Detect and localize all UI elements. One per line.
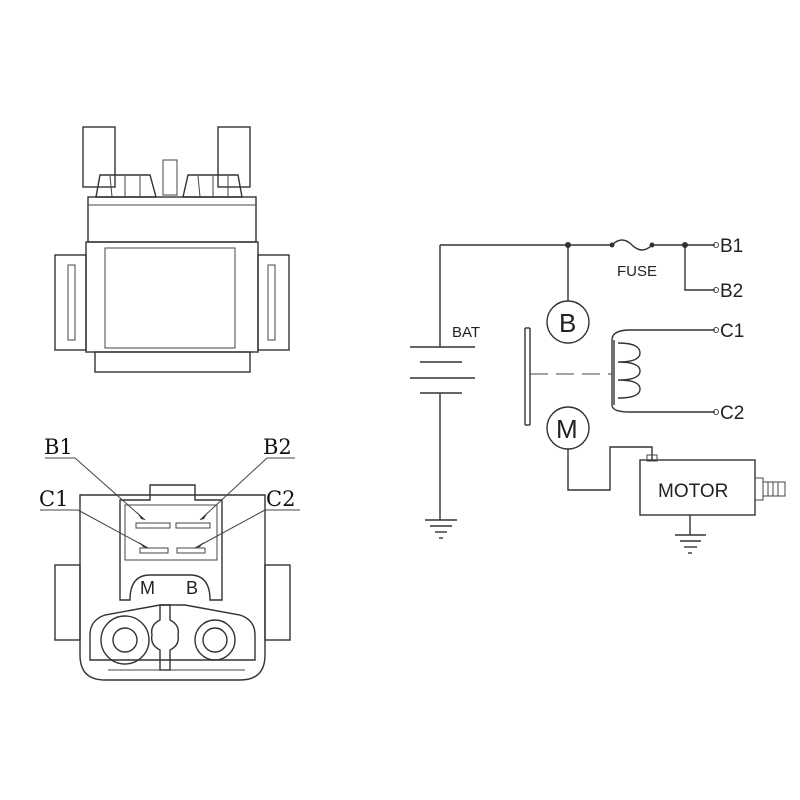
- schematic-b: B: [559, 308, 576, 338]
- label-c2: C2: [266, 487, 295, 511]
- pin-c1: [139, 547, 169, 554]
- pin-b1: [135, 522, 171, 529]
- schematic-c2: C2: [720, 403, 744, 424]
- schematic-b1: B1: [720, 236, 743, 257]
- relay-connector-view: B1 B2 C1 C2 M B: [39, 435, 300, 681]
- relay-side-view: [54, 126, 290, 373]
- terminal-b-label: B: [186, 578, 198, 598]
- terminal-m-label: M: [140, 578, 155, 598]
- label-b1: B1: [44, 435, 73, 459]
- fuse-label: FUSE: [617, 263, 657, 280]
- schematic-b2: B2: [720, 281, 743, 302]
- wiring-schematic: FUSE B1 B2 BAT B M: [410, 236, 786, 554]
- schematic-c1: C1: [720, 321, 744, 342]
- pin-c2: [176, 547, 206, 554]
- label-b2: B2: [263, 435, 292, 459]
- motor-label: MOTOR: [658, 481, 728, 502]
- bat-label: BAT: [452, 324, 480, 341]
- schematic-m: M: [556, 414, 578, 444]
- b-contact: [546, 300, 590, 344]
- pin-b2: [175, 522, 211, 529]
- label-c1: C1: [39, 487, 68, 511]
